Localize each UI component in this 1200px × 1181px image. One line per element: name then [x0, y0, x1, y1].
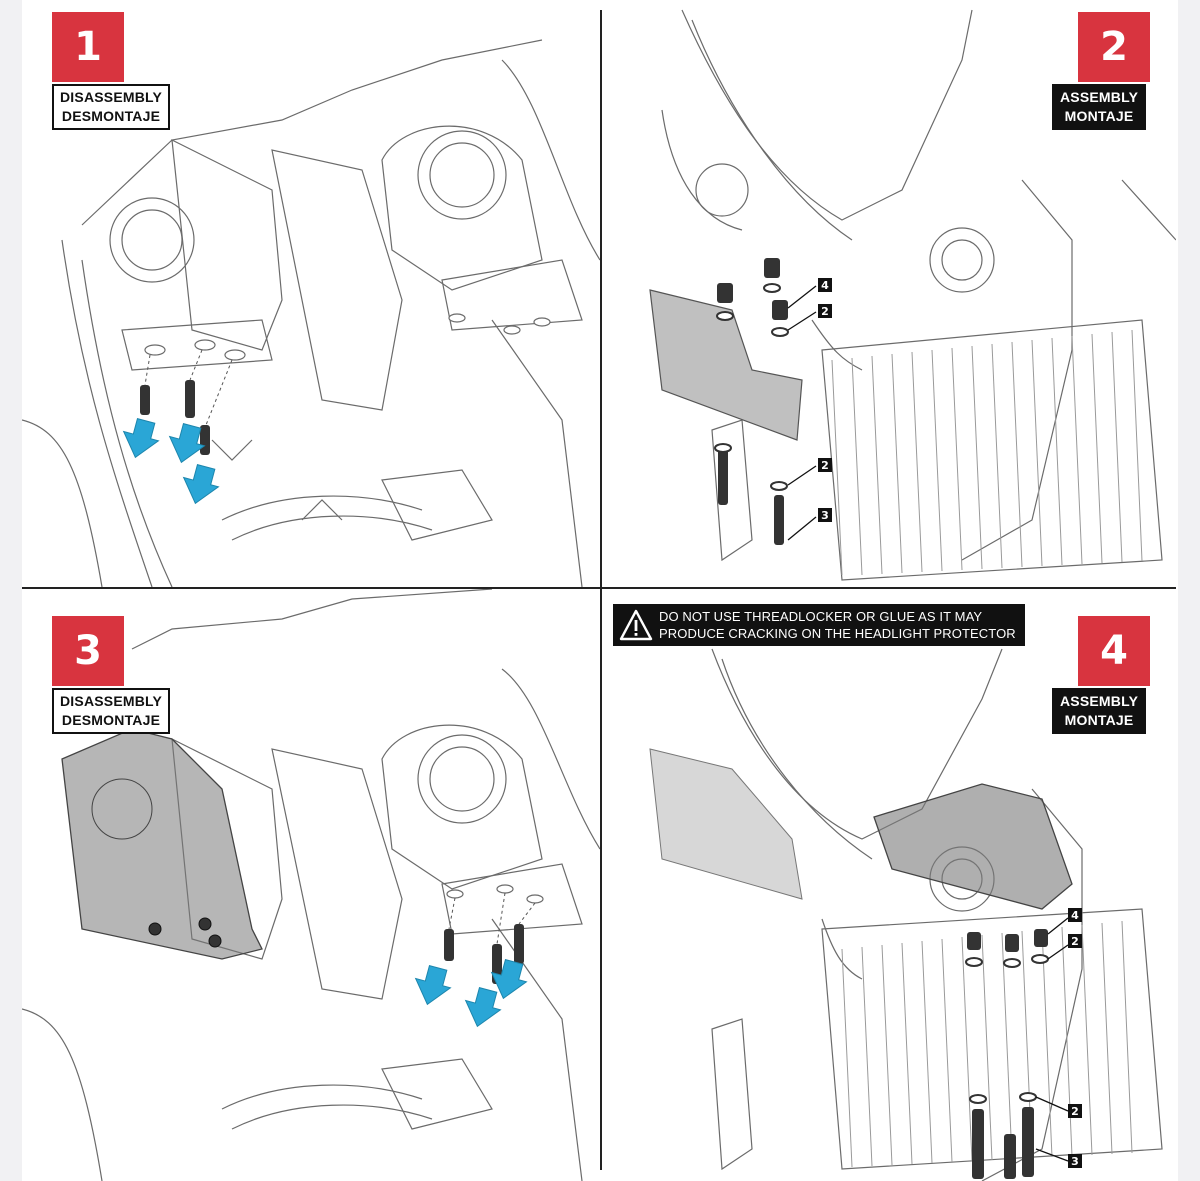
- step-1-number: 1: [52, 12, 124, 82]
- step-2-callout-part-3: 3: [818, 508, 832, 522]
- step-4-label: ASSEMBLY MONTAJE: [1052, 688, 1147, 734]
- left-margin: [0, 0, 22, 1181]
- horizontal-divider: [22, 587, 1176, 589]
- step-2-number: 2: [1078, 12, 1150, 82]
- step-2-callout-part-2-bottom: 2: [818, 458, 832, 472]
- protector-ghost-shape: [649, 748, 803, 900]
- step-4-callout-part-3: 3: [1068, 1154, 1082, 1168]
- step-2-label-es: MONTAJE: [1064, 108, 1134, 124]
- step-4-callout-part-2-bottom: 2: [1068, 1104, 1082, 1118]
- step-2-illustration: [649, 9, 1176, 581]
- warning-line-1: DO NOT USE THREADLOCKER OR GLUE AS IT MA…: [659, 609, 983, 624]
- step-1-illustration: [22, 39, 600, 587]
- warning-banner: DO NOT USE THREADLOCKER OR GLUE AS IT MA…: [613, 604, 1025, 646]
- step-3-illustration: [22, 589, 600, 1181]
- step-2-callout-part-2-top: 2: [818, 304, 832, 318]
- panel-step-1: 1 DISASSEMBLY DESMONTAJE: [22, 0, 600, 587]
- step-2-label: ASSEMBLY MONTAJE: [1052, 84, 1147, 130]
- step-4-callout-part-2-top: 2: [1068, 934, 1082, 948]
- headlight-protector-shape: [873, 783, 1073, 910]
- step-2-callout-part-4: 4: [818, 278, 832, 292]
- warning-triangle-icon: [613, 604, 659, 646]
- step-4-number: 4: [1078, 616, 1150, 686]
- step-3-number: 3: [52, 616, 124, 686]
- step-1-label: DISASSEMBLY DESMONTAJE: [52, 84, 171, 130]
- step-2-label-en: ASSEMBLY: [1060, 89, 1139, 105]
- panel-step-2: 4 2 2 3 2 ASSEMBLY MONTAJE: [602, 0, 1176, 587]
- step-4-label-es: MONTAJE: [1064, 712, 1134, 728]
- step-4-label-en: ASSEMBLY: [1060, 693, 1139, 709]
- step-3-label: DISASSEMBLY DESMONTAJE: [52, 688, 171, 734]
- step-4-illustration: [649, 648, 1163, 1181]
- headlight-protector-shape: [649, 289, 803, 441]
- warning-text: DO NOT USE THREADLOCKER OR GLUE AS IT MA…: [659, 608, 1022, 642]
- panel-step-4: 4 2 2 3 4 ASSEMBLY MONTAJE: [602, 589, 1176, 1181]
- warning-line-2: PRODUCE CRACKING ON THE HEADLIGHT PROTEC…: [659, 626, 1016, 641]
- vertical-divider: [600, 10, 602, 1170]
- step-1-label-es: DESMONTAJE: [61, 108, 161, 124]
- step-3-label-en: DISASSEMBLY: [60, 693, 163, 709]
- headlight-protector-shape: [61, 728, 263, 960]
- step-4-callout-part-4: 4: [1068, 908, 1082, 922]
- panel-step-3: 3 DISASSEMBLY DESMONTAJE: [22, 589, 600, 1181]
- step-1-label-en: DISASSEMBLY: [60, 89, 163, 105]
- right-margin: [1178, 0, 1200, 1181]
- step-3-label-es: DESMONTAJE: [61, 712, 161, 728]
